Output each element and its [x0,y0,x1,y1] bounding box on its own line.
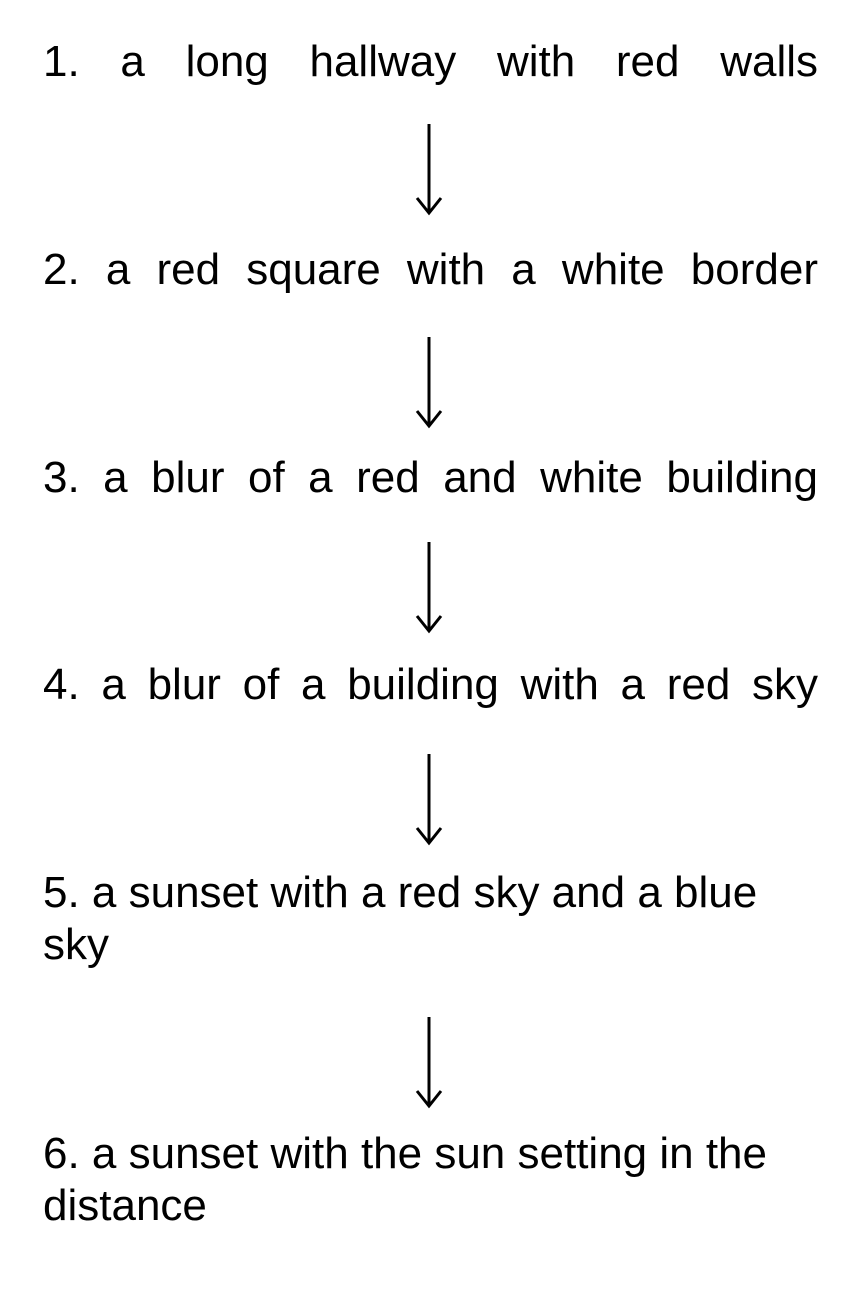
step-3: 3. a blur of a red and white building [43,453,818,502]
arrow-down-icon [414,1017,444,1109]
step-2: 2. a red square with a white border [43,245,818,294]
step-6: 6. a sunset with the sun setting in the … [43,1129,768,1230]
arrow-down-icon [414,754,444,846]
arrow-down-icon [414,542,444,634]
step-5: 5. a sunset with a red sky and a blue sk… [43,868,758,969]
step-4: 4. a blur of a building with a red sky [43,660,818,709]
step-1: 1. a long hallway with red walls [43,37,818,86]
arrow-down-icon [414,337,444,429]
arrow-down-icon [414,124,444,216]
